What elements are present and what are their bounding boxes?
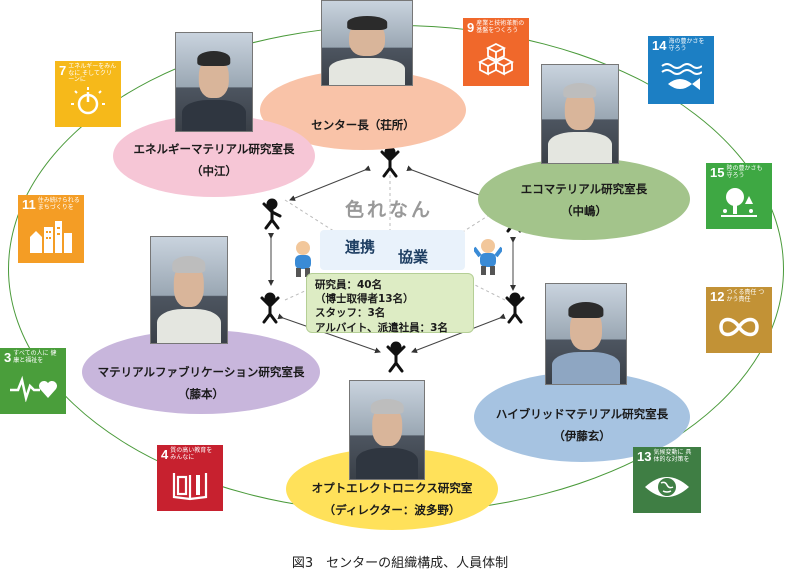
staff-researchers: 研究員：40名 xyxy=(315,279,383,291)
kyogyo-label: 協業 xyxy=(398,248,429,266)
eco-lab-photo xyxy=(541,64,619,164)
renkei-label: 連携 xyxy=(345,238,376,256)
staff-phd: （博士取得者13名） xyxy=(315,293,414,306)
energy-lab-name: （中江） xyxy=(191,164,237,178)
staff-staff: スタッフ：3名 xyxy=(315,307,386,320)
person-left-icon xyxy=(295,241,311,277)
fabrication-lab-name: （藤本） xyxy=(178,387,224,401)
fabrication-lab-photo xyxy=(150,236,228,344)
hub-background xyxy=(320,230,465,270)
staff-summary-box: 研究員：40名 （博士取得者13名） スタッフ：3名 アルバイト、派遣社員：3名 xyxy=(306,273,474,334)
double-arrows xyxy=(268,165,516,354)
eco-lab-name: （中嶋） xyxy=(561,204,607,218)
center-head-title: センター長（荘所） xyxy=(311,118,415,133)
energy-lab-photo xyxy=(175,32,253,132)
eco-lab-node: エコマテリアル研究室長 （中嶋） xyxy=(478,158,690,240)
person-right-icon xyxy=(474,239,502,275)
opto-lab-title: オプトエレクトロニクス研究室 xyxy=(311,481,473,496)
opto-lab-photo xyxy=(349,380,425,480)
fabrication-lab-title: マテリアルファブリケーション研究室長 xyxy=(97,365,305,380)
center-head-photo xyxy=(321,0,413,86)
energy-lab-title: エネルギーマテリアル研究室長 xyxy=(133,142,295,157)
hybrid-lab-name: （伊藤玄） xyxy=(553,429,611,443)
hybrid-lab-photo xyxy=(545,283,627,385)
opto-lab-name: （ディレクター：波多野） xyxy=(323,503,461,517)
fabrication-lab-node: マテリアルファブリケーション研究室長 （藤本） xyxy=(82,330,320,414)
figure-caption: 図3 センターの組織構成、人員体制 xyxy=(291,556,509,571)
energy-lab-node: エネルギーマテリアル研究室長 （中江） xyxy=(113,115,315,197)
staff-parttime: アルバイト、派遣社員：3名 xyxy=(315,321,448,334)
hub-logo-text: 色れなん xyxy=(345,199,434,221)
eco-lab-title: エコマテリアル研究室長 xyxy=(520,182,648,197)
hybrid-lab-title: ハイブリッドマテリアル研究室長 xyxy=(495,407,669,422)
